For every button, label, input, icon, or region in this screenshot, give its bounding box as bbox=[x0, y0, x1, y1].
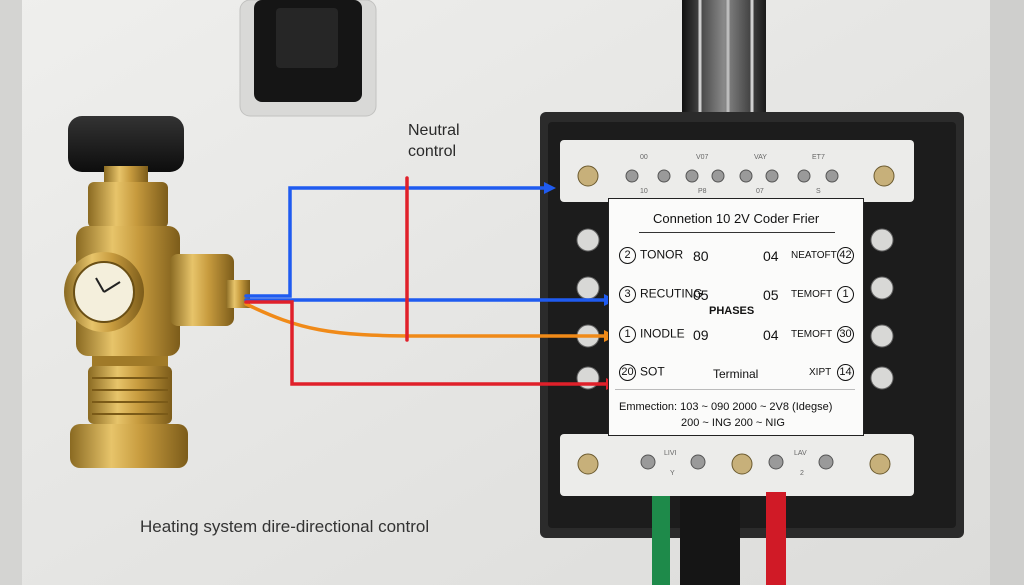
left-name: INODLE bbox=[640, 326, 685, 341]
right-num: 30 bbox=[837, 326, 854, 343]
right-num: 42 bbox=[837, 247, 854, 264]
right-name: TEMOFT bbox=[791, 329, 833, 340]
row-right-num: 42 bbox=[837, 247, 858, 264]
strip-label: P8 bbox=[698, 188, 707, 195]
mid-left-value: 09 bbox=[693, 327, 709, 343]
red-bottom-wire bbox=[766, 492, 786, 585]
strip-label: LAV bbox=[794, 450, 807, 457]
row-right-num: 14 bbox=[837, 364, 858, 381]
bottom-caption: Heating system dire-directional control bbox=[140, 517, 430, 536]
terminal-label: Terminal bbox=[713, 367, 759, 381]
brass-valve bbox=[64, 116, 250, 468]
strip-label: 00 bbox=[640, 154, 648, 161]
left-name: SOT bbox=[640, 364, 665, 379]
strip-label: S bbox=[816, 188, 821, 195]
mid-left-value: 80 bbox=[693, 248, 709, 264]
mid-right-value: 04 bbox=[763, 248, 779, 264]
left-num: 3 bbox=[619, 286, 636, 303]
card-divider bbox=[639, 232, 835, 233]
neutral-control-caption: Neutral control bbox=[408, 120, 460, 162]
red-wire bbox=[244, 300, 612, 386]
phases-label: PHASES bbox=[709, 305, 755, 317]
footer-line2: 200 ~ ING 200 ~ NIG bbox=[681, 417, 785, 429]
right-name: NEATOFT bbox=[791, 250, 837, 261]
right-num: 1 bbox=[837, 286, 854, 303]
row-left: 2 TONOR bbox=[619, 247, 683, 264]
strip-label: Y bbox=[670, 470, 675, 477]
neutral-caption-line2: control bbox=[408, 143, 457, 160]
left-num: 2 bbox=[619, 247, 636, 264]
strip-label: ET7 bbox=[812, 154, 825, 161]
left-num: 20 bbox=[619, 364, 636, 381]
footer-line1: Emmection: 103 ~ 090 2000 ~ 2V8 (Idegse) bbox=[619, 401, 833, 413]
right-name: TEMOFT bbox=[791, 289, 833, 300]
neutral-caption-line1: Neutral bbox=[408, 122, 460, 139]
footer-divider bbox=[615, 389, 855, 390]
row-right-num: 30 bbox=[837, 326, 858, 343]
right-name: XIPT bbox=[809, 367, 832, 378]
strip-label: 10 bbox=[640, 188, 648, 195]
strip-label: VAY bbox=[754, 154, 767, 161]
mid-right-value: 05 bbox=[763, 287, 779, 303]
mid-right-value: 04 bbox=[763, 327, 779, 343]
strip-label: LIVI bbox=[664, 450, 677, 457]
blue-wire-top bbox=[244, 186, 546, 298]
wall-edge-left bbox=[0, 0, 22, 585]
strip-label: V07 bbox=[696, 154, 709, 161]
row-left: 3 RECUTING bbox=[619, 286, 703, 303]
left-name: TONOR bbox=[640, 247, 684, 262]
row-left: 1 INODLE bbox=[619, 326, 685, 343]
row-right-num: 1 bbox=[837, 286, 858, 303]
terminal-label-card: Connetion 10 2V Coder Frier 2 TONOR 80 04… bbox=[608, 198, 864, 436]
orange-wire bbox=[244, 302, 610, 338]
left-name: RECUTING bbox=[640, 286, 703, 301]
row-left: 20 SOT bbox=[619, 364, 665, 381]
green-wire bbox=[652, 496, 670, 585]
card-header: Connetion 10 2V Coder Frier bbox=[653, 211, 820, 226]
mid-left-value: 05 bbox=[693, 287, 709, 303]
strip-label: 07 bbox=[756, 188, 764, 195]
wall-edge-right bbox=[990, 0, 1024, 585]
left-num: 1 bbox=[619, 326, 636, 343]
strip-label: 2 bbox=[800, 470, 804, 477]
top-terminal-strip bbox=[560, 140, 914, 202]
right-num: 14 bbox=[837, 364, 854, 381]
